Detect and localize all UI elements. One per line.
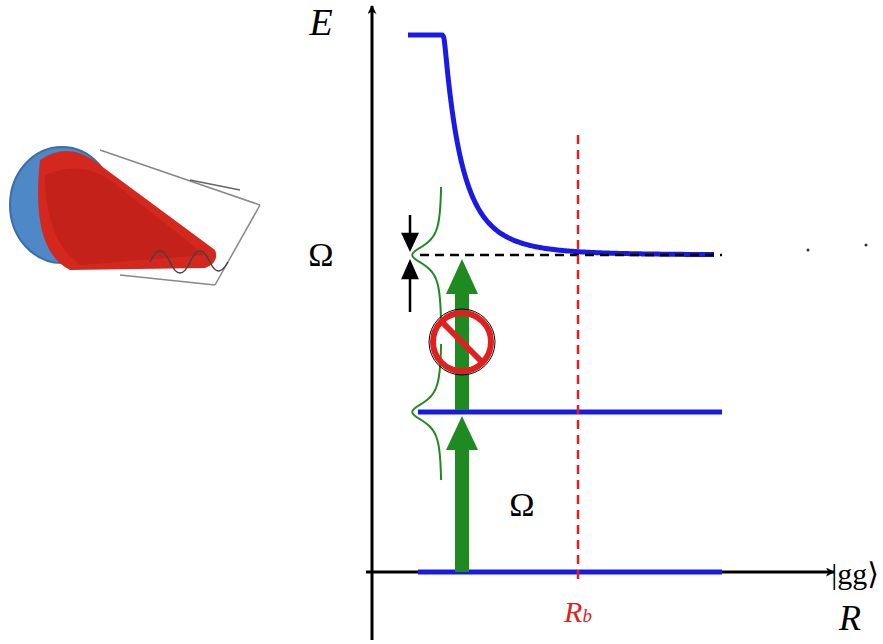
laser-illustration [10,147,260,285]
blockade-radius-line [577,135,580,585]
double-excitation-level [420,254,722,257]
mark [807,249,810,252]
laser-arrow [446,416,478,572]
state-label: |gg⟩ [831,559,879,589]
interaction-curve [408,35,714,255]
single-excitation-level [418,410,722,415]
lineshape [412,344,441,480]
distance-axis [366,571,834,574]
energy-axis [371,6,374,640]
blockade-radius-label: Rb [564,597,592,627]
axis-label: R [839,600,861,636]
prohibition-sign [429,309,495,375]
rabi-frequency: Ω [308,238,333,272]
linewidth-arrows [403,215,417,312]
mark [865,244,868,247]
rabi-frequency: Ω [509,488,534,522]
axis-label: E [309,3,332,41]
lineshape [412,187,441,323]
